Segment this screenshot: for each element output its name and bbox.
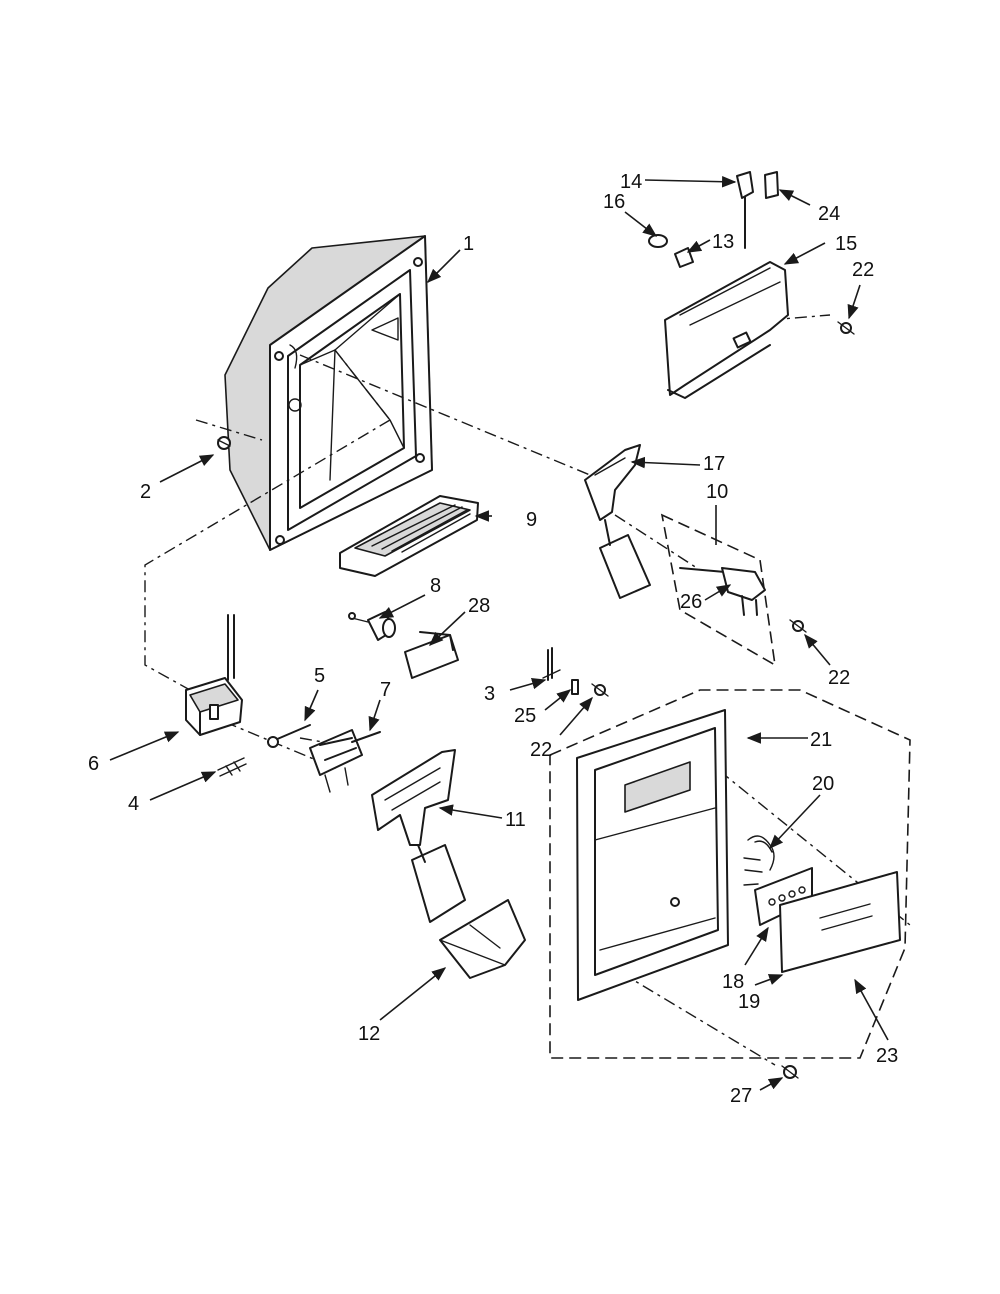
callout-8: 8 [430, 575, 441, 597]
callout-18: 18 [722, 971, 744, 993]
screw-4-part [217, 757, 247, 777]
label-overlay-19-part [779, 871, 901, 973]
callout-12: 12 [358, 1023, 380, 1045]
callout-15: 15 [835, 233, 857, 255]
callout-6: 6 [88, 753, 99, 775]
solenoid-7-part [309, 729, 381, 793]
solenoid-block-part [185, 614, 243, 736]
callout-24: 24 [818, 203, 840, 225]
callout-26: 26 [680, 591, 702, 613]
callout-3: 3 [484, 683, 495, 705]
screw-27-part [781, 1065, 799, 1079]
dispenser-housing-part [224, 235, 433, 551]
callout-10: 10 [706, 481, 728, 503]
switch-26-part [679, 567, 766, 616]
clip-3-part [542, 647, 561, 681]
callout-11: 11 [505, 809, 526, 831]
callout-9: 9 [526, 509, 537, 531]
cover-24-part [764, 171, 779, 199]
callout-7: 7 [380, 679, 391, 701]
callout-25: 25 [514, 705, 536, 727]
switch-14-part [736, 171, 754, 249]
screw-22-lower-part [591, 683, 609, 697]
callout-27: 27 [730, 1085, 752, 1107]
callout-2: 2 [140, 481, 151, 503]
callout-28: 28 [468, 595, 490, 617]
bulb-16-part [648, 234, 668, 248]
leader-lines [109, 175, 889, 1091]
cap-8-part [348, 611, 396, 641]
callout-17: 17 [703, 453, 725, 475]
screw-22-mid-part [789, 619, 807, 633]
callout-16: 16 [603, 191, 625, 213]
wire-harness-20-part [743, 835, 775, 886]
callout-22-lower: 22 [530, 739, 552, 761]
socket-13-part [674, 247, 694, 268]
clip-25-part [571, 679, 579, 695]
front-panel-21-part [576, 709, 729, 1001]
callout-20: 20 [812, 773, 834, 795]
callout-19: 19 [738, 991, 760, 1013]
callout-1: 1 [463, 233, 474, 255]
callout-13: 13 [712, 231, 734, 253]
drip-tray-12-part [439, 899, 526, 979]
callout-22-mid: 22 [828, 667, 850, 689]
cover-28-part [404, 631, 459, 679]
pin-5-part [267, 724, 311, 748]
ice-chute-part [339, 495, 479, 577]
lever-arm-11-part [371, 749, 466, 923]
callout-22-upper: 22 [852, 259, 874, 281]
bracket-15-part [664, 261, 789, 399]
assembly-outline-23 [549, 689, 911, 1059]
callout-5: 5 [314, 665, 325, 687]
callout-4: 4 [128, 793, 139, 815]
callout-21: 21 [810, 729, 832, 751]
callout-labels: 1 2 3 4 5 6 7 8 9 10 11 12 13 14 15 16 1… [88, 171, 898, 1107]
screw-2-part [217, 436, 231, 450]
callout-23: 23 [876, 1045, 898, 1067]
callout-14: 14 [620, 171, 642, 193]
lever-17-part [584, 444, 651, 599]
screw-22-upper-part [837, 321, 855, 335]
